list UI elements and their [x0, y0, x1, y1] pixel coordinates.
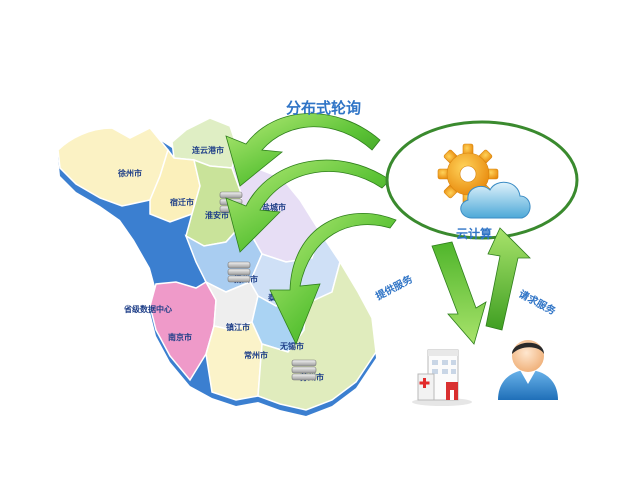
provide-label: 提供服务 — [373, 272, 415, 303]
city-label: 淮安市 — [205, 210, 229, 220]
polling-arrows — [225, 113, 397, 345]
arrow-request — [485, 227, 531, 331]
cloud-icon — [460, 181, 531, 219]
hospital-icon — [412, 349, 472, 406]
region-xuzhou — [57, 127, 169, 207]
cloud-label: 云计算 — [456, 226, 492, 241]
polling-label: 分布式轮询 — [286, 99, 361, 117]
city-label: 镇江市 — [226, 322, 250, 332]
city-label: 徐州市 — [117, 168, 142, 178]
server-icon — [291, 359, 317, 381]
user-icon — [498, 340, 558, 400]
city-label: 无锡市 — [279, 341, 304, 351]
region-changzhou — [205, 321, 263, 401]
city-label: 常州市 — [244, 350, 268, 360]
arrow-polling-3 — [269, 213, 397, 345]
arrow-polling-2 — [225, 159, 391, 253]
city-label: 南京市 — [168, 332, 192, 342]
request-label: 请求服务 — [517, 287, 559, 318]
server-icon — [227, 261, 251, 283]
city-label: 宿迁市 — [170, 197, 194, 207]
city-label: 连云港市 — [192, 145, 224, 155]
arrow-polling-1 — [225, 113, 381, 187]
city-label: 省级数据中心 — [123, 304, 172, 314]
arrow-provide — [431, 241, 487, 345]
city-label: 盐城市 — [262, 202, 286, 212]
